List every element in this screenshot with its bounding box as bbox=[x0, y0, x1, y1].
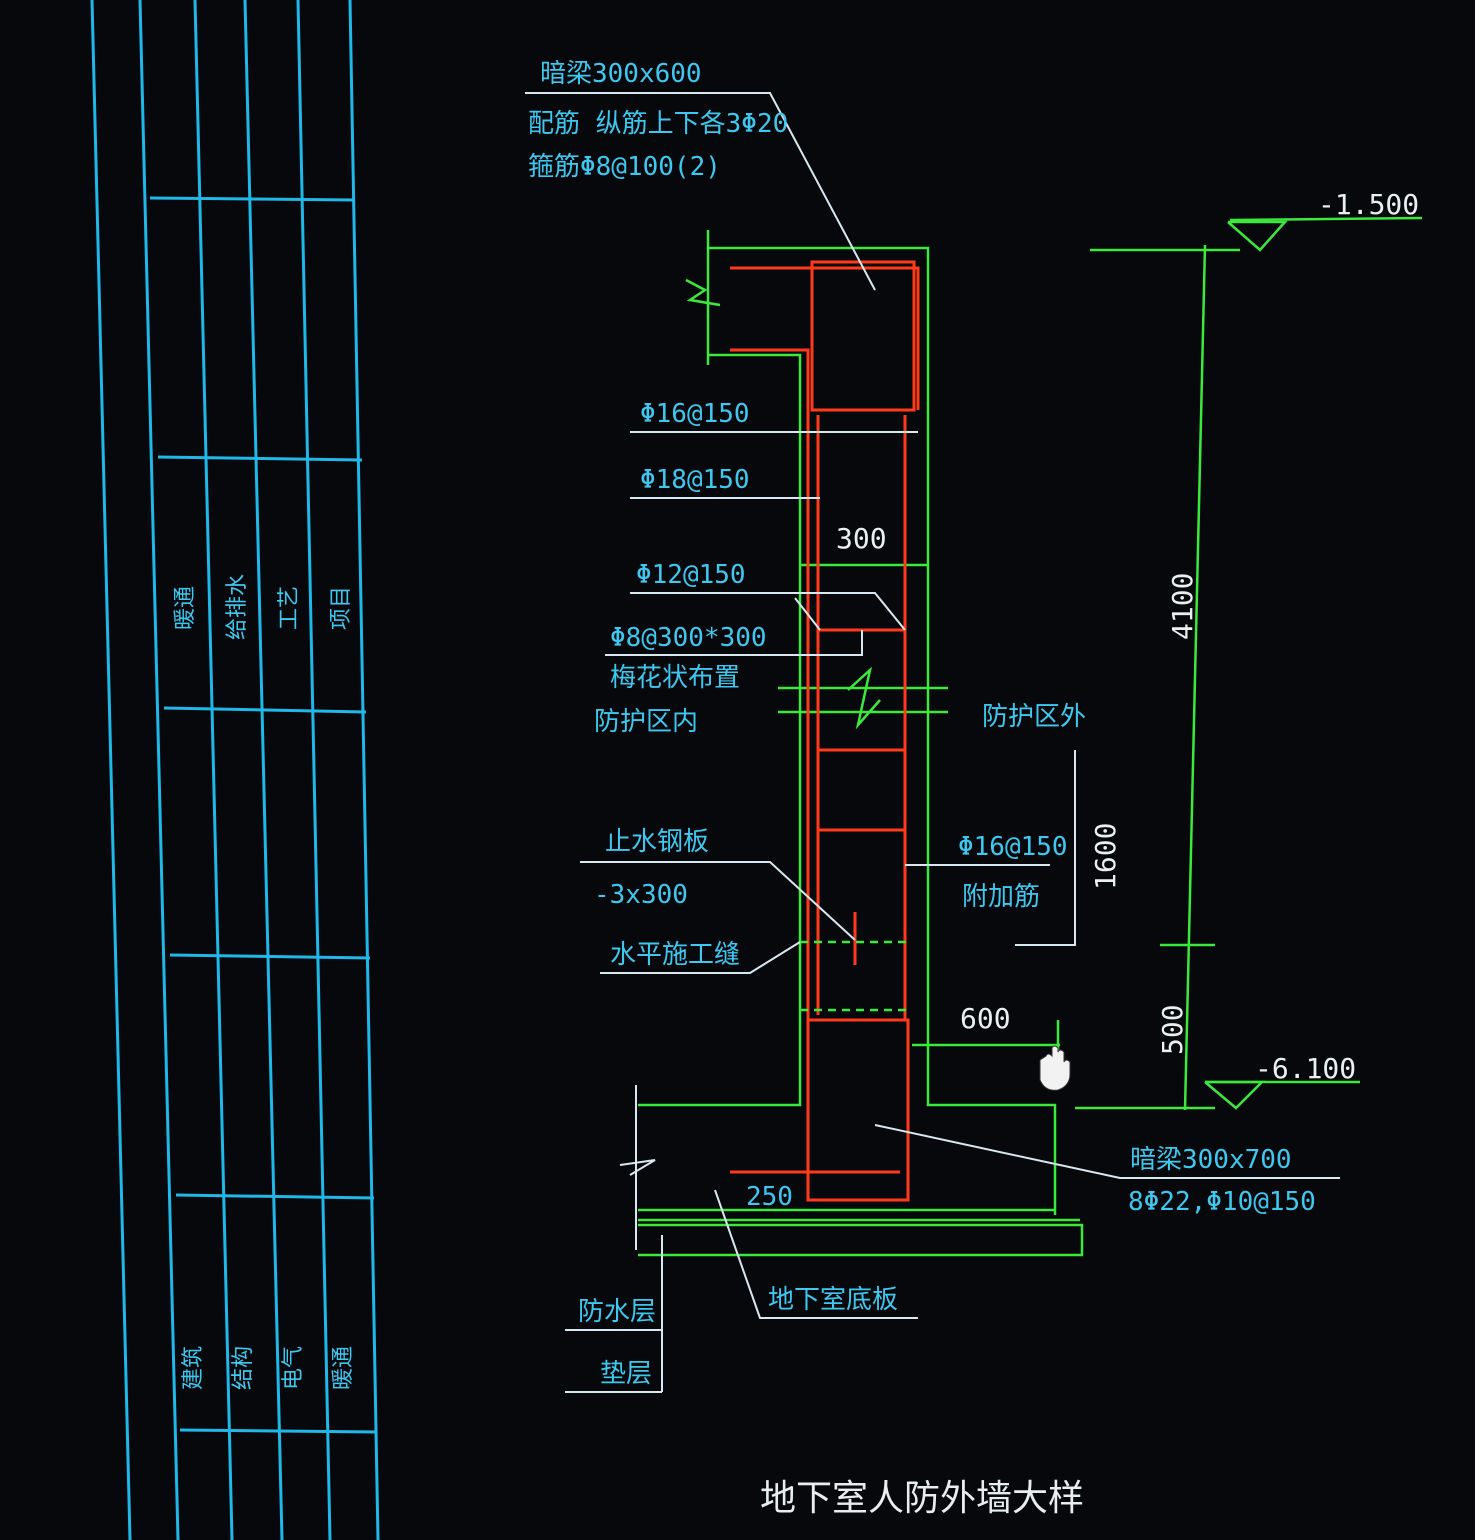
label-upper-2: 给排水 bbox=[225, 574, 250, 640]
title-block bbox=[90, 0, 380, 1540]
footing-ext-dim: 600 bbox=[960, 1002, 1011, 1035]
tie-label: Φ8@300*300 bbox=[610, 623, 767, 653]
joint-label: 水平施工缝 bbox=[610, 940, 740, 970]
elevation-top: -1.500 bbox=[1318, 188, 1419, 221]
inside-label: 防护区内 bbox=[594, 707, 698, 737]
wall-thickness-dim: 300 bbox=[836, 522, 887, 555]
cushion-label: 垫层 bbox=[600, 1359, 652, 1389]
rebar-label-2: Φ18@150 bbox=[640, 465, 750, 495]
wall-outline bbox=[619, 230, 1084, 1257]
waterstop-label: 止水钢板 bbox=[605, 827, 709, 857]
leaders bbox=[525, 92, 1340, 1393]
top-beam-label: 暗梁300x600 bbox=[540, 59, 702, 89]
drawing-title: 地下室人防外墙大样 bbox=[760, 1478, 1084, 1519]
slab-label: 地下室底板 bbox=[768, 1285, 898, 1315]
rebar-label-1: Φ16@150 bbox=[640, 399, 750, 429]
bottom-beam-rebar: 8Φ22,Φ10@150 bbox=[1128, 1187, 1316, 1217]
label-upper-4: 项目 bbox=[329, 586, 354, 630]
bottom-beam-label: 暗梁300x700 bbox=[1130, 1145, 1292, 1175]
height-lower-dim: 500 bbox=[1156, 1004, 1189, 1055]
extra-len-dim: 1600 bbox=[1089, 823, 1122, 890]
top-beam-stirrup: 箍筋Φ8@100(2) bbox=[528, 152, 721, 182]
dimension-lines bbox=[1075, 216, 1423, 1111]
label-upper-3: 工艺 bbox=[277, 586, 302, 630]
rebar-label-3: Φ12@150 bbox=[636, 560, 746, 590]
height-total-dim: 4100 bbox=[1166, 573, 1199, 640]
extra-rebar-label: Φ16@150 bbox=[958, 832, 1068, 862]
rebar bbox=[730, 260, 920, 1202]
extra-rebar-note: 附加筋 bbox=[962, 882, 1040, 912]
slab-dim: 250 bbox=[746, 1182, 793, 1212]
label-lower-3: 电气 bbox=[281, 1346, 306, 1390]
label-upper-1: 暖通 bbox=[173, 586, 198, 630]
top-beam-rebar: 配筋 纵筋上下各3Φ20 bbox=[528, 109, 788, 139]
waterstop-size: -3x300 bbox=[594, 880, 688, 910]
label-lower-1: 建筑 bbox=[181, 1346, 206, 1390]
hand-cursor-icon bbox=[1039, 1045, 1071, 1091]
elevation-bottom: -6.100 bbox=[1255, 1052, 1356, 1085]
title-block-labels: 暖通 给排水 工艺 项目 建筑 结构 电气 暖通 bbox=[173, 574, 356, 1390]
waterproof-label: 防水层 bbox=[578, 1297, 656, 1327]
outside-label: 防护区外 bbox=[982, 702, 1086, 732]
tie-layout-label: 梅花状布置 bbox=[610, 663, 740, 693]
label-lower-4: 暖通 bbox=[331, 1346, 356, 1390]
label-lower-2: 结构 bbox=[231, 1346, 256, 1390]
